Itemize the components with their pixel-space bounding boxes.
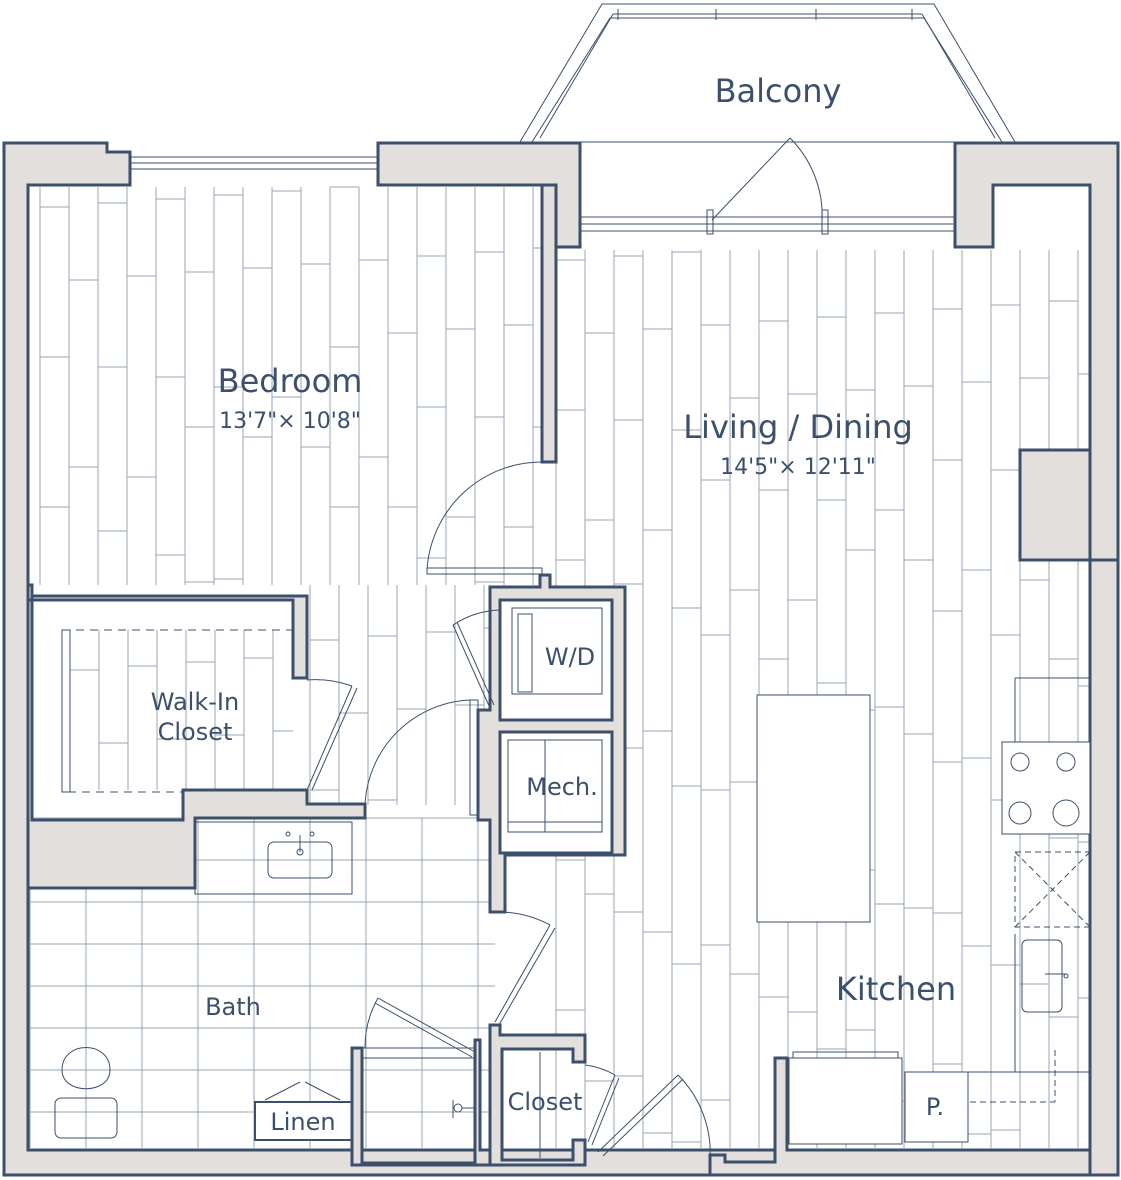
entry-door	[597, 1074, 711, 1161]
bath-vanity	[194, 821, 353, 895]
wd-mech-walls	[476, 573, 627, 914]
balcony-door	[706, 137, 829, 235]
washer-dryer	[511, 607, 603, 695]
entry-wall	[708, 1056, 1092, 1177]
toilet	[54, 1047, 118, 1139]
small-closet-walls	[488, 1023, 587, 1167]
bath-door	[494, 911, 556, 1026]
kitchen-counter	[967, 677, 1091, 1142]
closet-label: Closet	[508, 1088, 583, 1116]
kitchen-label: Kitchen	[836, 970, 956, 1008]
living-label: Living / Dining	[683, 408, 913, 446]
bedroom-label: Bedroom	[218, 362, 363, 400]
balcony-label: Balcony	[715, 72, 842, 110]
refrigerator	[788, 1051, 903, 1145]
walkin-label-line1: Walk-In	[151, 688, 239, 716]
bath-label: Bath	[205, 993, 261, 1021]
exterior-walls	[2, 141, 1120, 1177]
wd-label: W/D	[545, 643, 595, 671]
walkin-door	[306, 679, 358, 791]
kitchen-island	[756, 694, 871, 923]
shower-walls	[350, 1023, 502, 1167]
walkin-label-line2: Closet	[158, 718, 233, 746]
shower-door	[364, 997, 476, 1058]
walkin-shelf	[61, 629, 293, 793]
mech-label: Mech.	[526, 773, 598, 801]
bedroom-door	[426, 461, 543, 575]
pantry-label: P.	[926, 1093, 944, 1121]
windows	[129, 156, 956, 232]
closet-door	[584, 1064, 620, 1146]
linen-label: Linen	[270, 1108, 335, 1136]
mech-door	[364, 699, 479, 816]
living-dims: 14'5"× 12'11"	[720, 455, 876, 480]
mech-unit	[507, 739, 603, 833]
bedroom-dims: 13'7"× 10'8"	[219, 409, 361, 434]
balcony-outline	[519, 3, 1016, 143]
wd-door	[452, 609, 501, 709]
pantry	[904, 1071, 969, 1143]
